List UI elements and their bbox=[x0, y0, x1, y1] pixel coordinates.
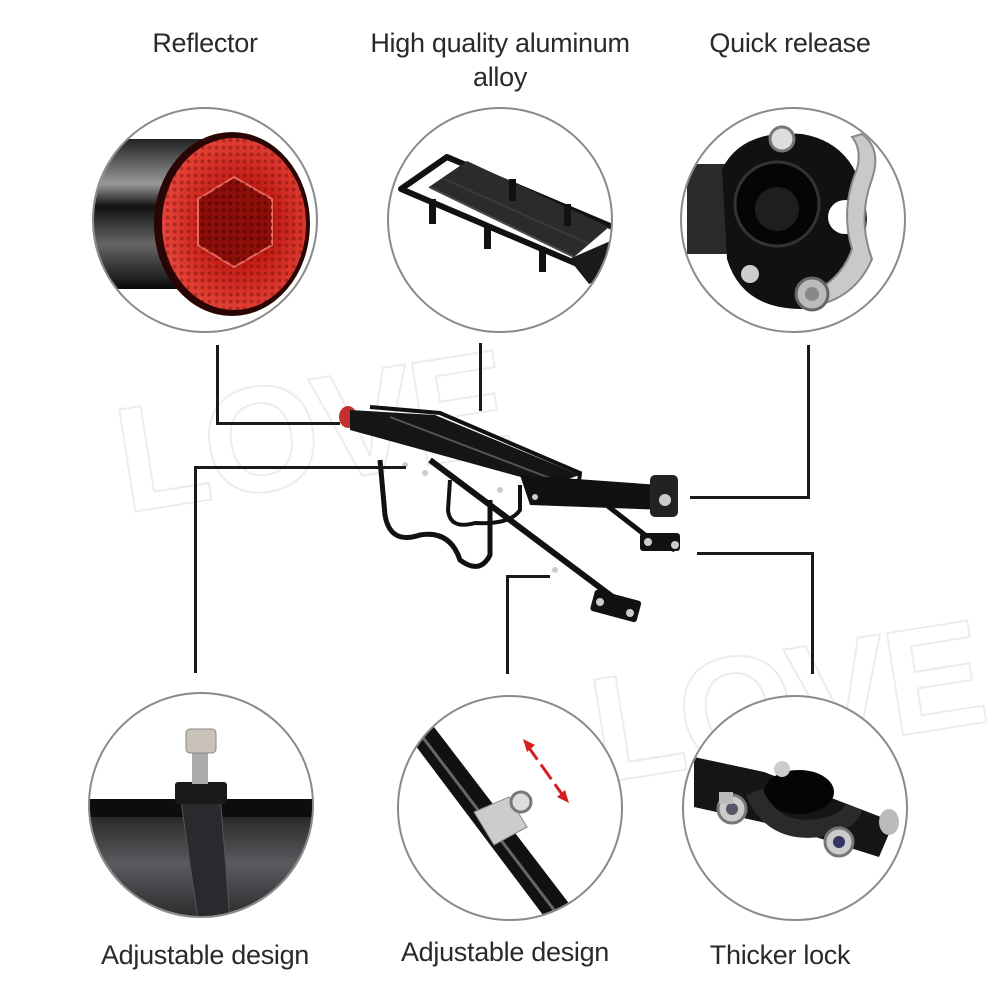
connector-aluminum-vertical bbox=[479, 343, 482, 411]
thicker-lock-clamp-image bbox=[694, 757, 899, 858]
connector-adjustable2-vertical bbox=[506, 575, 509, 674]
bike-rack-main-image bbox=[339, 405, 680, 623]
adjustable-bolt-image bbox=[90, 728, 312, 916]
rack-platform-image bbox=[398, 154, 611, 284]
connector-adjustable2-horizontal bbox=[506, 575, 550, 578]
detail-circle-adjustable-bolt bbox=[88, 692, 314, 918]
detail-circle-reflector bbox=[92, 107, 318, 333]
connector-quick-release-vertical bbox=[807, 345, 810, 499]
label-aluminum-line2: alloy bbox=[472, 62, 528, 92]
connector-adjustable1-vertical bbox=[194, 466, 197, 673]
label-reflector: Reflector bbox=[152, 28, 258, 58]
detail-circle-thicker-lock bbox=[682, 695, 908, 921]
quick-release-clamp-image bbox=[687, 125, 877, 312]
connector-thicker-lock-vertical bbox=[811, 552, 814, 674]
label-adjustable-design-1: Adjustable design bbox=[100, 940, 310, 970]
connector-thicker-lock-horizontal bbox=[697, 552, 814, 555]
connector-reflector-vertical bbox=[216, 345, 219, 425]
label-adjustable-design-2: Adjustable design bbox=[400, 937, 610, 967]
detail-circle-quick-release bbox=[680, 107, 906, 333]
reflector-image bbox=[94, 132, 310, 316]
connector-adjustable1-horizontal bbox=[194, 466, 406, 469]
label-quick-release: Quick release bbox=[709, 28, 871, 58]
adjustable-strut-image bbox=[409, 727, 581, 919]
label-aluminum-alloy: High quality aluminum alloy bbox=[330, 26, 670, 94]
detail-circle-aluminum-rack bbox=[387, 107, 613, 333]
label-thicker-lock: Thicker lock bbox=[709, 940, 851, 970]
detail-circle-adjustable-strut bbox=[397, 695, 623, 921]
label-aluminum-line1: High quality aluminum bbox=[370, 28, 630, 58]
connector-reflector-horizontal bbox=[216, 422, 340, 425]
connector-quick-release-horizontal bbox=[690, 496, 810, 499]
